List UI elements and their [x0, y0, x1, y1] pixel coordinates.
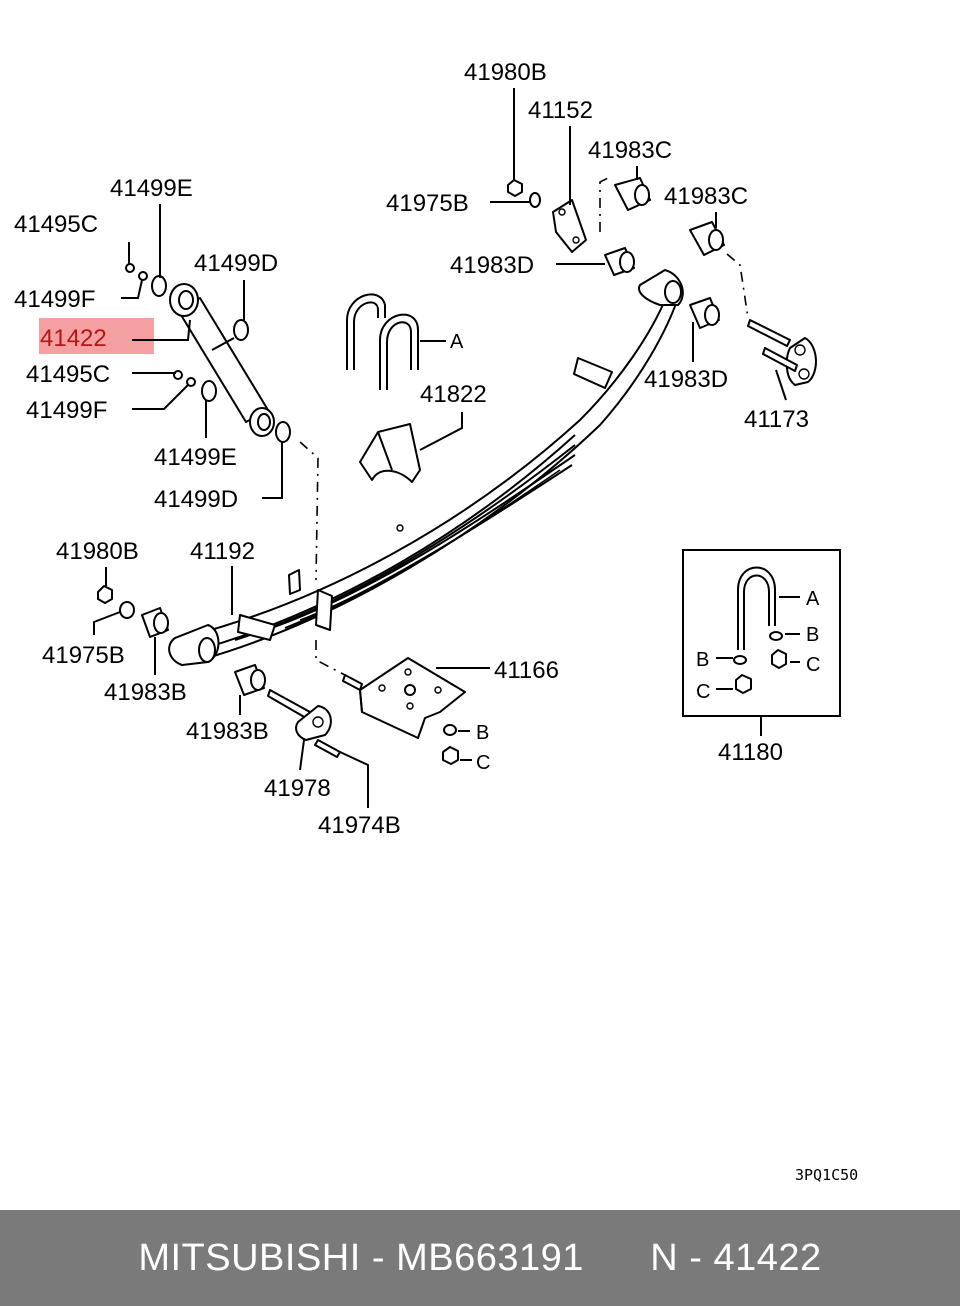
callout-41499F-top: 41499F	[14, 286, 95, 313]
callout-41152: 41152	[528, 97, 593, 124]
callout-B-plate: B	[476, 722, 489, 744]
parts-diagram: 41980B 41152 41983C 41975B 41983C 41983D…	[14, 59, 858, 1184]
fasteners	[97, 179, 541, 619]
centre-lines	[299, 175, 749, 676]
callout-41422: 41422	[40, 325, 107, 352]
bushings	[141, 177, 725, 696]
callout-41980B-top: 41980B	[464, 59, 547, 86]
callout-41983D-a: 41983D	[450, 252, 534, 279]
leaf-spring	[168, 269, 684, 666]
callout-C-plate: C	[476, 752, 490, 774]
inset-label: 41180	[718, 739, 783, 766]
callout-41983B-a: 41983B	[104, 679, 187, 706]
inset-callout-B-left: B	[696, 649, 709, 671]
callout-41495C-mid: 41495C	[26, 361, 110, 388]
callout-41980B-bot: 41980B	[56, 538, 139, 565]
spring-seat-plate	[342, 657, 466, 765]
footer-part-number: MB663191	[396, 1236, 584, 1279]
callout-labels: 41980B 41152 41983C 41975B 41983C 41983D…	[14, 59, 809, 839]
inset-41180: A B C B C 41180	[682, 549, 841, 766]
inset-callout-A: A	[806, 588, 820, 610]
diagram-code: 3PQ1C50	[795, 1166, 858, 1184]
inset-callout-C-right: C	[806, 654, 820, 676]
shackle	[552, 199, 817, 386]
callout-41975B-bot: 41975B	[42, 642, 125, 669]
inset-callout-B-right: B	[806, 624, 819, 646]
callout-41499E-top: 41499E	[110, 175, 193, 202]
footer-separator-2: -	[678, 1236, 714, 1279]
footer-separator: -	[360, 1236, 397, 1279]
callout-41173: 41173	[744, 406, 809, 433]
callout-41978: 41978	[264, 775, 331, 802]
u-bolts	[346, 293, 419, 390]
inset-callout-C-left: C	[696, 681, 710, 703]
footer-brand: MITSUBISHI	[138, 1236, 361, 1279]
shock-absorber	[125, 263, 291, 443]
footer-gap	[584, 1237, 650, 1280]
callout-A-ubolt: A	[450, 331, 464, 353]
callout-41983D-b: 41983D	[644, 366, 728, 393]
callout-41974B: 41974B	[318, 812, 401, 839]
callout-41975B-top: 41975B	[386, 190, 469, 217]
callout-41499D-top: 41499D	[194, 250, 278, 277]
selected-part-highlight	[39, 318, 154, 354]
callout-41499D-bot: 41499D	[154, 486, 238, 513]
callout-41983B-b: 41983B	[186, 718, 269, 745]
spring-pad	[359, 423, 421, 483]
footer-ref-number: 41422	[713, 1236, 822, 1279]
callout-41192: 41192	[190, 538, 255, 565]
callout-41499E-bot: 41499E	[154, 444, 237, 471]
footer-ref-prefix: N	[650, 1236, 679, 1279]
callout-41495C-top: 41495C	[14, 211, 98, 238]
callout-41499F-mid: 41499F	[26, 397, 107, 424]
callout-41983C-b: 41983C	[664, 183, 748, 210]
leader-lines	[93, 88, 787, 808]
front-pin	[267, 689, 341, 758]
footer-bar: MITSUBISHI - MB663191 N - 41422	[0, 1210, 960, 1306]
callout-41166: 41166	[494, 657, 559, 684]
callout-41822: 41822	[420, 381, 487, 408]
callout-41983C-a: 41983C	[588, 137, 672, 164]
